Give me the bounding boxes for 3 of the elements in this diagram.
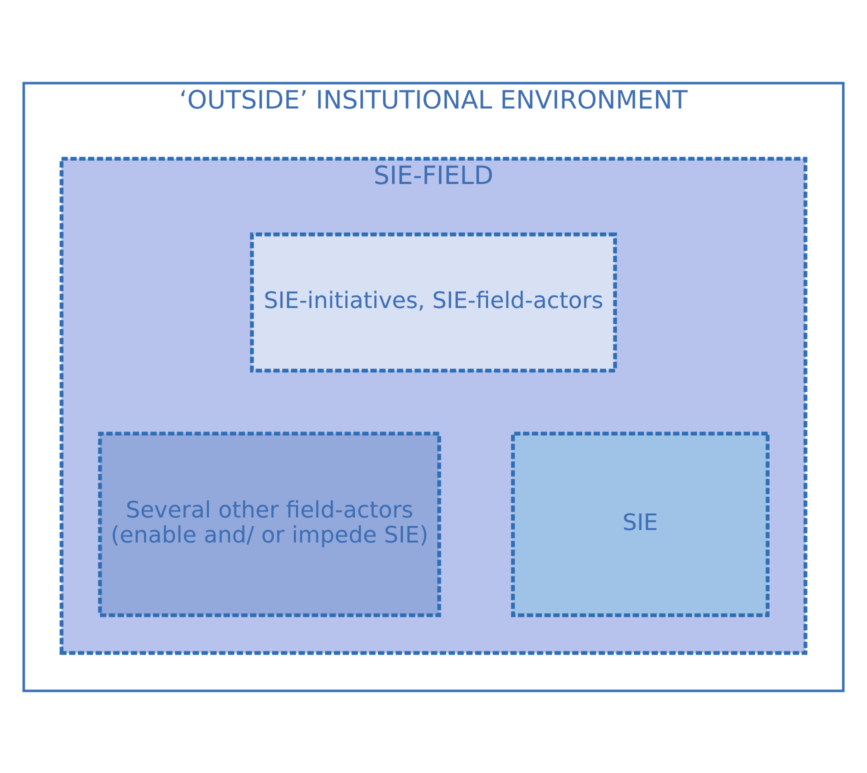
node-box: Several other field-actors (enable and/ or impede SIE) — [98, 431, 442, 617]
node-box: SIE — [511, 431, 770, 617]
node-box: SIE-initiatives, SIE-field-actors — [250, 232, 617, 372]
